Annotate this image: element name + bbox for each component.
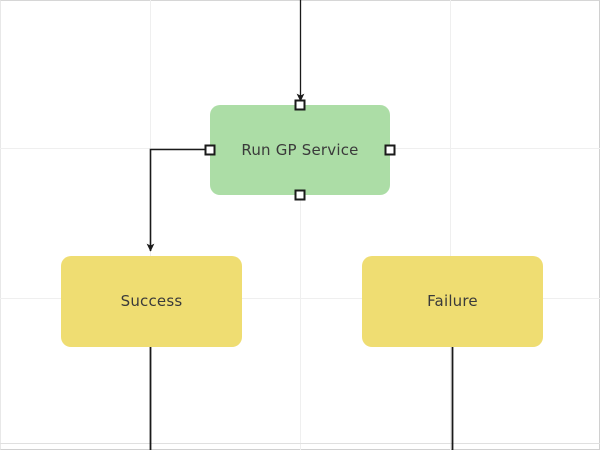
node-failure[interactable]: Failure [362, 256, 543, 347]
port-handle-left[interactable] [204, 144, 216, 156]
port-handle-bottom[interactable] [294, 189, 306, 201]
node-success[interactable]: Success [61, 256, 242, 347]
node-label-failure: Failure [427, 292, 478, 310]
node-run-gp-service[interactable]: Run GP Service [204, 99, 396, 201]
node-label-run-gp-service: Run GP Service [241, 140, 359, 159]
port-handle-top[interactable] [294, 99, 306, 111]
node-label-success: Success [120, 292, 183, 310]
port-handle-right[interactable] [384, 144, 396, 156]
